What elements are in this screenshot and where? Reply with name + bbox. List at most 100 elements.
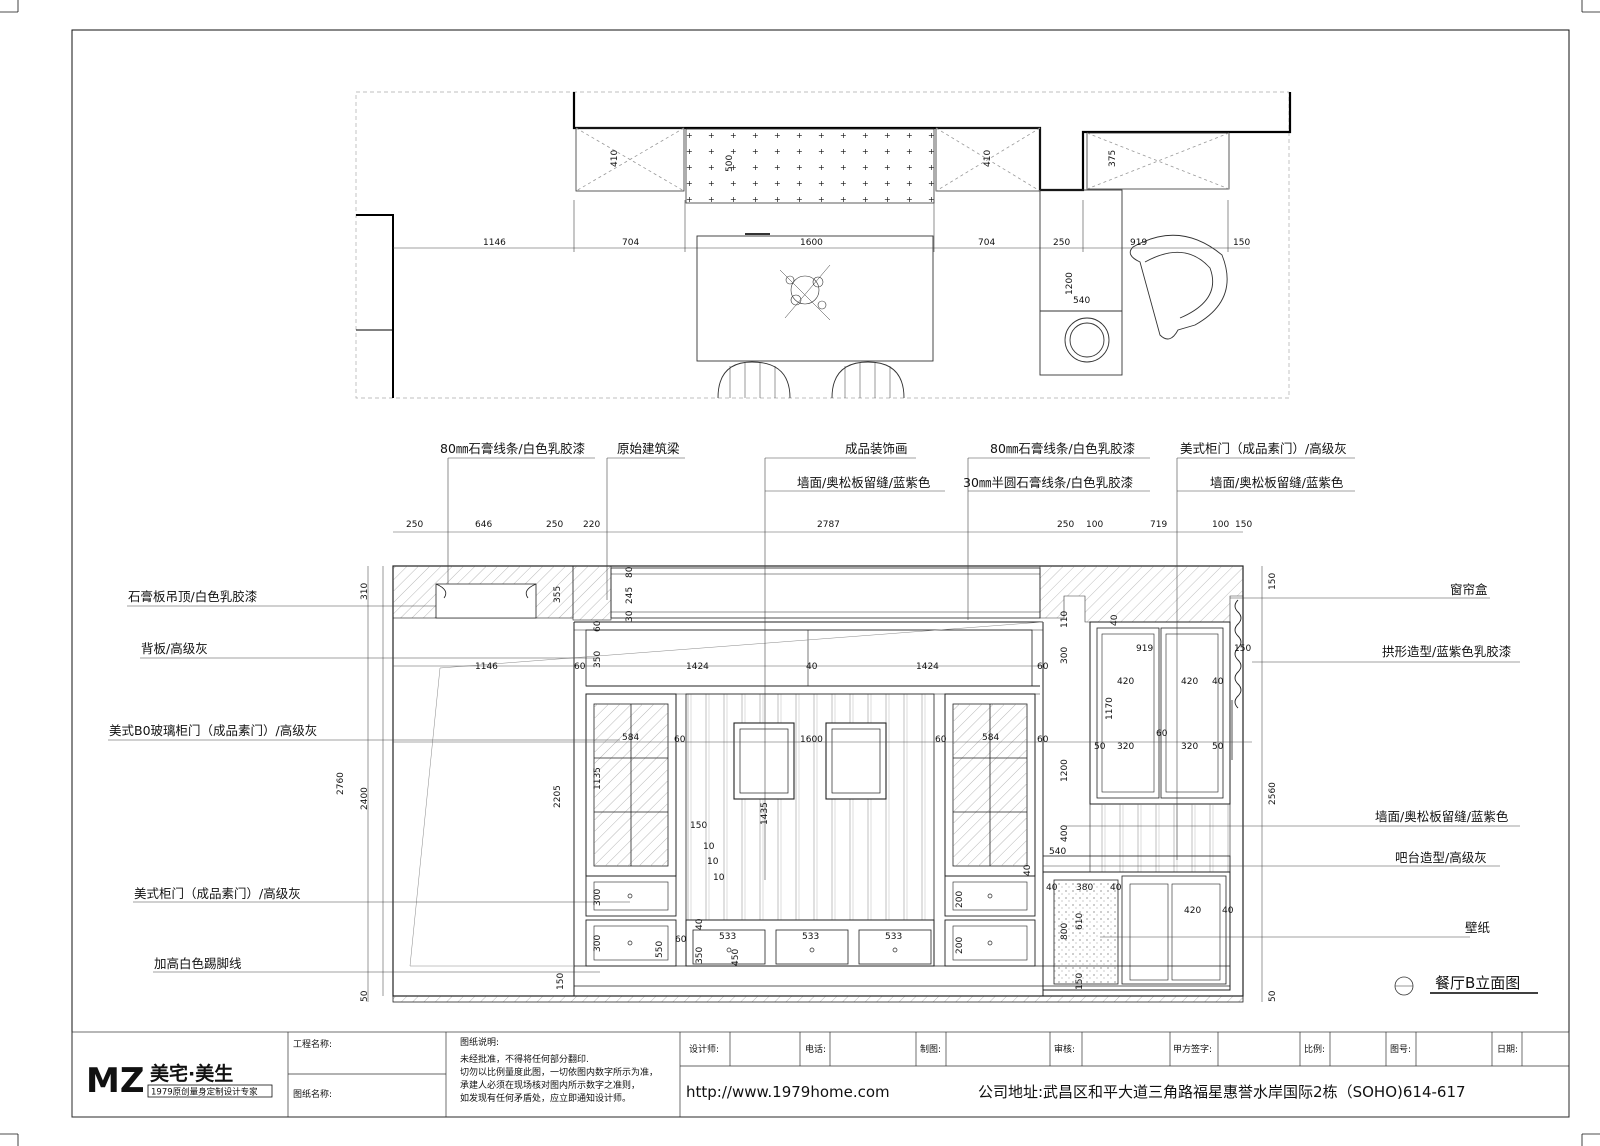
callout-wall-osb-right: 墙面/奥松板留缝/蓝紫色 [1210, 475, 1344, 490]
plan-dim-540: 540 [1073, 296, 1090, 306]
edim-h40c: 40 [1110, 614, 1120, 626]
callout-glass-door: 美式B0玻璃柜门（成品素门）/高级灰 [109, 723, 317, 738]
tb-note-line-2: 切勿以比例量度此图，一切依图内数字所示为准， [460, 1066, 658, 1078]
edim-h450: 450 [731, 949, 741, 966]
plan-dim-410a: 410 [610, 150, 620, 167]
edim-w420b: 420 [1181, 677, 1198, 687]
edim-h300b: 300 [593, 935, 603, 952]
tb-phone: 电话: [805, 1043, 826, 1055]
logo-main: 美宅·美生 [150, 1062, 233, 1085]
edim-h1435: 1435 [760, 802, 770, 825]
edim-t220: 220 [583, 520, 600, 530]
edim-h350b: 350 [695, 947, 705, 964]
tb-note-line-1: 未经批准，不得将任何部分翻印. [460, 1053, 589, 1065]
edim-t646: 646 [475, 520, 492, 530]
edim-w50b: 50 [1212, 742, 1224, 752]
callout-plaster30: 30㎜半圆石膏线条/白色乳胶漆 [963, 475, 1133, 490]
elevation-view [392, 565, 1244, 1003]
callout-skirting: 加高白色踢脚线 [154, 956, 242, 971]
edim-w1424a: 1424 [686, 662, 709, 672]
plan-dim-704b: 704 [978, 238, 995, 248]
callout-decor-painting: 成品装饰画 [845, 441, 908, 456]
edim-w584a: 584 [622, 733, 639, 743]
edim-w919: 919 [1136, 644, 1153, 654]
edim-h200a: 200 [955, 891, 965, 908]
edim-h40a: 40 [695, 918, 705, 930]
edim-h2760: 2760 [336, 772, 346, 795]
edim-h50a: 50 [360, 990, 370, 1002]
callout-bar: 吧台造型/高级灰 [1395, 850, 1487, 865]
edim-h2560: 2560 [1268, 782, 1278, 805]
edim-w60d: 60 [935, 735, 947, 745]
plan-dim-150: 150 [1233, 238, 1250, 248]
edim-n10a: 10 [703, 842, 715, 852]
edim-w320a: 320 [1117, 742, 1134, 752]
edim-w584b: 584 [982, 733, 999, 743]
plan-dim-1146: 1146 [483, 238, 506, 248]
tb-project-name: 工程名称: [293, 1038, 332, 1050]
edim-h300c: 300 [1060, 647, 1070, 664]
tb-client-sign: 甲方签字: [1173, 1043, 1212, 1055]
edim-w320b: 320 [1181, 742, 1198, 752]
edim-w60a: 60 [574, 662, 586, 672]
edim-h300a: 300 [593, 889, 603, 906]
edim-t2787: 2787 [817, 520, 840, 530]
callout-plaster80-left: 80㎜石膏线条/白色乳胶漆 [440, 441, 585, 456]
edim-h550: 550 [655, 941, 665, 958]
edim-h60a: 60 [593, 620, 603, 632]
edim-t100b: 100 [1212, 520, 1229, 530]
plan-bar-area [1039, 189, 1228, 376]
elevation-dimension-lines [367, 531, 1263, 1002]
edim-w150b: 150 [1234, 644, 1251, 654]
plan-view: 1146 704 1600 704 250 919 150 410 500 41… [355, 91, 1292, 399]
edim-w40b: 40 [1046, 883, 1058, 893]
tb-url[interactable]: http://www.1979home.com [686, 1083, 890, 1101]
company-logo: MZ 美宅·美生 1979原创量身定制设计专家 [86, 1061, 273, 1101]
edim-h60c: 60 [1156, 729, 1168, 739]
tb-note-line-3: 承建人必须在现场核对图内所示数字之准则， [460, 1079, 640, 1091]
edim-t100a: 100 [1086, 520, 1103, 530]
logo-sub: 1979原创量身定制设计专家 [151, 1087, 258, 1098]
edim-h110: 110 [1060, 611, 1070, 628]
edim-h150b: 150 [1075, 973, 1085, 990]
edim-w420a: 420 [1117, 677, 1134, 687]
callout-arch: 拱形造型/蓝紫色乳胶漆 [1382, 644, 1511, 659]
edim-h610: 610 [1075, 913, 1085, 930]
callout-ceiling: 石膏板吊顶/白色乳胶漆 [128, 589, 257, 604]
edim-w60b: 60 [1037, 662, 1049, 672]
logo-mark: MZ [86, 1061, 145, 1101]
edim-h50r: 50 [1268, 990, 1278, 1002]
edim-w40c: 40 [1110, 883, 1122, 893]
edim-w50a: 50 [1094, 742, 1106, 752]
edim-h150r: 150 [1268, 573, 1278, 590]
plan-dim-375: 375 [1108, 150, 1118, 167]
edim-h355: 355 [553, 586, 563, 603]
callout-curtain-box: 窗帘盒 [1450, 582, 1488, 597]
edim-w60c: 60 [674, 735, 686, 745]
plan-dim-500: 500 [725, 155, 735, 172]
plan-dim-250: 250 [1053, 238, 1070, 248]
edim-n10c: 10 [713, 873, 725, 883]
callout-wall-osb: 墙面/奥松板留缝/蓝紫色 [1375, 809, 1509, 824]
edim-h200b: 200 [955, 937, 965, 954]
callout-plaster80-right: 80㎜石膏线条/白色乳胶漆 [990, 441, 1135, 456]
edim-t250c: 250 [1057, 520, 1074, 530]
edim-w60e: 60 [1037, 735, 1049, 745]
tb-reviewer: 审核: [1054, 1043, 1075, 1055]
plan-dim-410b: 410 [983, 150, 993, 167]
edim-w533a: 533 [719, 932, 736, 942]
plan-upper-cabinets [575, 127, 1230, 204]
plan-dim-919: 919 [1130, 238, 1147, 248]
edim-t150: 150 [1235, 520, 1252, 530]
edim-t250b: 250 [546, 520, 563, 530]
edim-t250a: 250 [406, 520, 423, 530]
title-block [71, 1031, 1570, 1118]
edim-w1600: 1600 [800, 735, 823, 745]
edim-h80: 80 [625, 566, 635, 578]
edim-h1135: 1135 [593, 767, 603, 790]
edim-h60b: 60 [675, 935, 687, 945]
edim-h150a: 150 [556, 973, 566, 990]
plan-dim-1600: 1600 [800, 238, 823, 248]
edim-t719: 719 [1150, 520, 1167, 530]
